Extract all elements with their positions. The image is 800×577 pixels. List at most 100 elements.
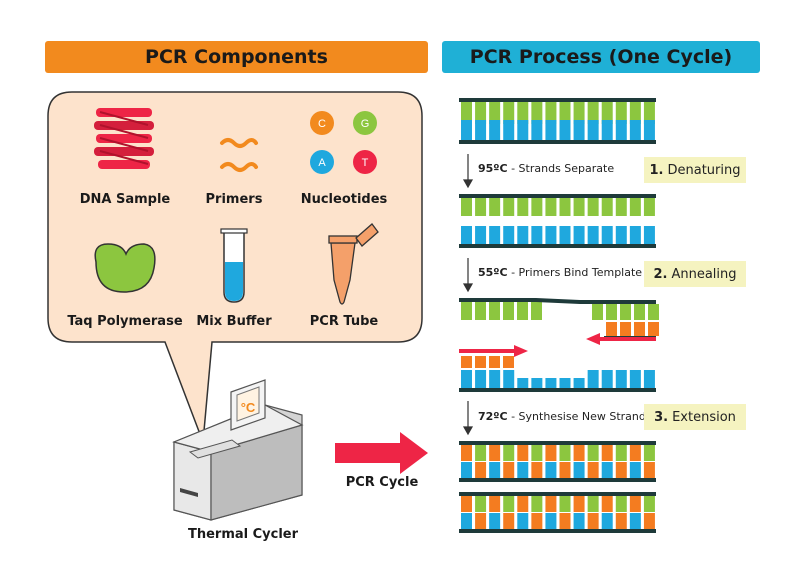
- base-top: [587, 102, 599, 124]
- base-bottom: [643, 226, 655, 244]
- base-top: [489, 496, 501, 512]
- step-2-desc: - Primers Bind Template: [507, 266, 643, 279]
- base-top: [517, 302, 528, 320]
- base-bottom: [489, 370, 501, 388]
- base-top: [601, 496, 613, 512]
- base-top: [531, 302, 542, 320]
- label-taq-polymerase: Taq Polymerase: [67, 314, 183, 329]
- base-top: [517, 496, 529, 512]
- primer-base: [606, 322, 617, 336]
- base-bottom: [545, 120, 557, 140]
- base-bottom: [461, 462, 472, 478]
- primer-base: [634, 322, 645, 336]
- base-top: [461, 302, 472, 320]
- base-bottom: [629, 370, 641, 388]
- step-1-text: 95ºC - Strands Separate: [478, 162, 614, 175]
- base-top: [587, 445, 599, 461]
- base-top: [475, 445, 487, 461]
- backbone-1-top: [459, 98, 656, 102]
- base-bottom: [517, 513, 529, 529]
- base-bottom: [587, 513, 599, 529]
- base-bottom: [545, 462, 557, 478]
- base-bottom: [517, 378, 529, 388]
- display-symbol: °C: [241, 400, 256, 415]
- base-bottom: [517, 462, 529, 478]
- base-bottom: [475, 462, 487, 478]
- base-top: [517, 445, 529, 461]
- step-3-number: 3.: [654, 409, 669, 425]
- dna-strands: [459, 98, 659, 533]
- base-bottom: [461, 226, 472, 244]
- base-bottom: [573, 120, 585, 140]
- base-top: [629, 198, 641, 216]
- step-3-temp: 72ºC: [478, 410, 508, 423]
- backbone-4-top: [459, 441, 656, 445]
- base-bottom: [503, 513, 515, 529]
- components-title: PCR Components: [45, 41, 428, 73]
- base-top: [559, 102, 571, 124]
- base-bottom: [545, 378, 557, 388]
- step-2-number: 2.: [653, 266, 668, 282]
- base-bottom: [461, 513, 472, 529]
- base-bottom: [531, 378, 543, 388]
- base-top: [620, 304, 631, 320]
- base-top: [559, 496, 571, 512]
- primer-base: [475, 356, 486, 368]
- base-top: [517, 198, 529, 216]
- label-nucleotides: Nucleotides: [300, 192, 388, 207]
- label-thermal-cycler: Thermal Cycler: [187, 527, 299, 542]
- primer-arrow-right: [586, 333, 656, 345]
- thermal-cycler-icon: °C: [172, 379, 304, 521]
- base-top: [615, 496, 627, 512]
- base-bottom: [475, 513, 487, 529]
- base-bottom: [643, 462, 655, 478]
- base-bottom: [601, 226, 613, 244]
- primer-base: [620, 322, 631, 336]
- base-top: [461, 496, 472, 512]
- nucleotide-c: C: [318, 118, 326, 130]
- step-2-temp: 55ºC: [478, 266, 508, 279]
- base-bottom: [615, 226, 627, 244]
- base-bottom: [601, 370, 613, 388]
- base-bottom: [615, 370, 627, 388]
- base-top: [601, 102, 613, 124]
- step-3-text: 72ºC - Synthesise New Strand: [478, 410, 646, 423]
- base-bottom: [559, 226, 571, 244]
- base-bottom: [587, 370, 599, 388]
- step-arrows: [462, 154, 474, 436]
- base-bottom: [629, 462, 641, 478]
- base-bottom: [545, 513, 557, 529]
- base-top: [601, 198, 613, 216]
- primer-base: [461, 356, 472, 368]
- base-bottom: [489, 513, 501, 529]
- step-1-badge: 1.Denaturing: [644, 157, 746, 183]
- base-top: [643, 102, 655, 124]
- base-top: [606, 304, 617, 320]
- base-top: [489, 302, 500, 320]
- base-bottom: [601, 120, 613, 140]
- base-top: [531, 445, 543, 461]
- base-bottom: [615, 120, 627, 140]
- base-top: [475, 198, 487, 216]
- step-3-desc: - Synthesise New Strand: [507, 410, 646, 423]
- base-top: [489, 445, 501, 461]
- base-bottom: [475, 226, 487, 244]
- base-top: [615, 198, 627, 216]
- backbone-1-bottom: [459, 140, 656, 144]
- base-bottom: [475, 370, 487, 388]
- base-top: [615, 102, 627, 124]
- base-top: [634, 304, 645, 320]
- backbone-2-bottom: [459, 244, 656, 248]
- base-top: [531, 102, 543, 124]
- base-bottom: [489, 120, 501, 140]
- base-bottom: [503, 370, 515, 388]
- label-dna-sample: DNA Sample: [79, 192, 171, 207]
- base-top: [475, 302, 486, 320]
- nucleotide-g: G: [361, 118, 370, 130]
- primer-arrow-left: [459, 345, 528, 357]
- base-top: [643, 198, 655, 216]
- base-bottom: [601, 513, 613, 529]
- base-top: [489, 102, 501, 124]
- base-bottom: [643, 513, 655, 529]
- base-top: [587, 198, 599, 216]
